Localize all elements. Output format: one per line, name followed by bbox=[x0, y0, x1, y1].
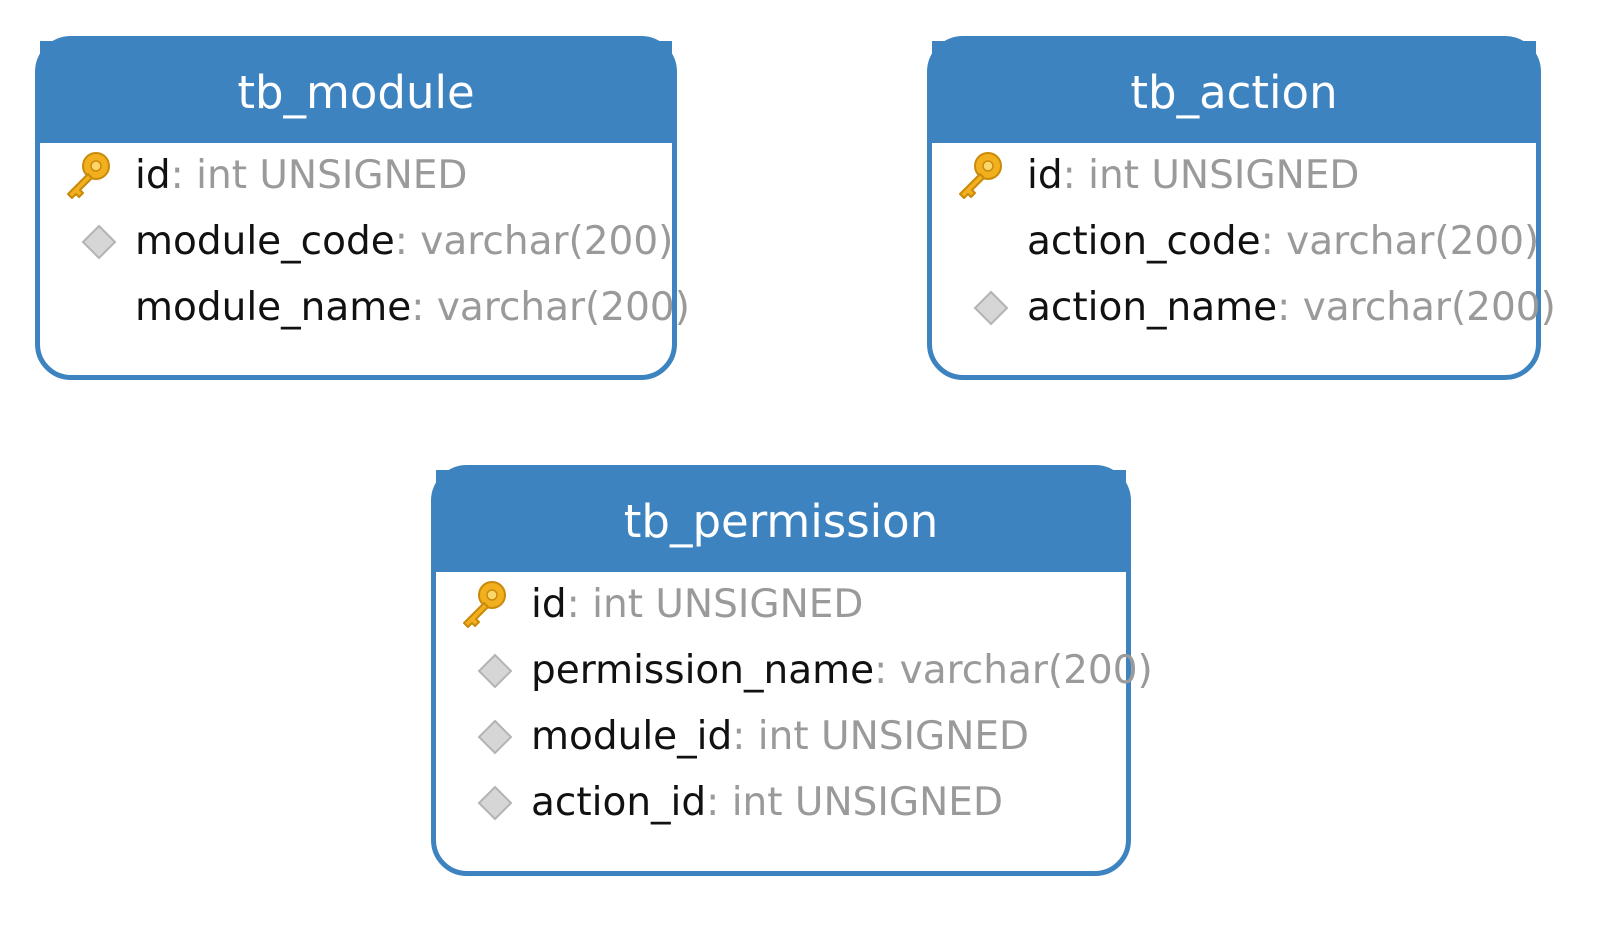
field-row-permission-name[interactable]: permission_name: varchar(200) bbox=[436, 638, 1153, 704]
field-separator: : bbox=[1062, 153, 1089, 198]
field-type: int UNSIGNED bbox=[592, 582, 864, 627]
field-text: action_code: varchar(200) bbox=[1027, 209, 1539, 275]
entity-title: tb_action bbox=[932, 41, 1536, 143]
field-type: varchar(200) bbox=[1302, 285, 1556, 330]
diamond-icon bbox=[477, 653, 513, 689]
field-row-action-id[interactable]: action_id: int UNSIGNED bbox=[436, 770, 1126, 836]
field-text: permission_name: varchar(200) bbox=[531, 638, 1153, 704]
field-type: varchar(200) bbox=[1286, 219, 1540, 264]
field-name: id bbox=[531, 582, 567, 627]
field-row-action-name[interactable]: action_name: varchar(200) bbox=[932, 275, 1556, 341]
diamond-icon bbox=[973, 290, 1009, 326]
field-text: id: int UNSIGNED bbox=[531, 572, 863, 638]
field-row-id[interactable]: id: int UNSIGNED bbox=[40, 143, 672, 209]
field-name: action_name bbox=[1027, 285, 1278, 330]
field-type: varchar(200) bbox=[436, 285, 690, 330]
field-text: action_name: varchar(200) bbox=[1027, 275, 1556, 341]
field-row-id[interactable]: id: int UNSIGNED bbox=[436, 572, 1126, 638]
field-row-action-code[interactable]: action_code: varchar(200) bbox=[932, 209, 1539, 275]
primary-key-icon bbox=[463, 581, 506, 628]
field-row-module-id[interactable]: module_id: int UNSIGNED bbox=[436, 704, 1126, 770]
field-separator: : bbox=[1277, 285, 1303, 330]
field-type: varchar(200) bbox=[899, 648, 1153, 693]
field-row-id[interactable]: id: int UNSIGNED bbox=[932, 143, 1536, 209]
field-separator: : bbox=[874, 648, 900, 693]
field-name: action_code bbox=[1027, 219, 1261, 264]
field-separator: : bbox=[732, 714, 758, 759]
field-separator: : bbox=[394, 219, 421, 264]
field-type: int UNSIGNED bbox=[731, 780, 1003, 825]
diamond-icon bbox=[477, 785, 513, 821]
entity-title: tb_permission bbox=[436, 470, 1126, 572]
field-text: module_code: varchar(200) bbox=[135, 209, 673, 275]
field-text: action_id: int UNSIGNED bbox=[531, 770, 1003, 836]
field-text: module_name: varchar(200) bbox=[135, 275, 690, 341]
field-type: int UNSIGNED bbox=[196, 153, 468, 198]
field-separator: : bbox=[170, 153, 197, 198]
field-row-module-name[interactable]: module_name: varchar(200) bbox=[40, 275, 690, 341]
field-separator: : bbox=[411, 285, 437, 330]
field-separator: : bbox=[566, 582, 593, 627]
field-name: action_id bbox=[531, 780, 707, 825]
field-row-module-code[interactable]: module_code: varchar(200) bbox=[40, 209, 673, 275]
entity-tb-module[interactable]: tb_module id: int UNSIGNED module_code: … bbox=[35, 36, 690, 380]
field-text: id: int UNSIGNED bbox=[135, 143, 467, 209]
primary-key-icon bbox=[959, 152, 1002, 199]
field-name: id bbox=[1027, 153, 1063, 198]
field-name: module_name bbox=[135, 285, 412, 330]
field-name: permission_name bbox=[531, 648, 875, 693]
entity-tb-permission[interactable]: tb_permission id: int UNSIGNED permissio… bbox=[431, 465, 1153, 876]
primary-key-icon bbox=[67, 152, 110, 199]
field-text: module_id: int UNSIGNED bbox=[531, 704, 1029, 770]
field-type: int UNSIGNED bbox=[757, 714, 1030, 759]
entity-title: tb_module bbox=[40, 41, 672, 143]
diamond-icon bbox=[81, 224, 117, 260]
field-name: id bbox=[135, 153, 171, 198]
field-type: varchar(200) bbox=[420, 219, 674, 264]
diamond-icon bbox=[477, 719, 513, 755]
field-separator: : bbox=[706, 780, 732, 825]
field-text: id: int UNSIGNED bbox=[1027, 143, 1359, 209]
entity-tb-action[interactable]: tb_action id: int UNSIGNED action_code: … bbox=[927, 36, 1556, 380]
field-type: int UNSIGNED bbox=[1088, 153, 1360, 198]
field-name: module_code bbox=[135, 219, 395, 264]
field-separator: : bbox=[1260, 219, 1287, 264]
field-name: module_id bbox=[531, 714, 733, 759]
